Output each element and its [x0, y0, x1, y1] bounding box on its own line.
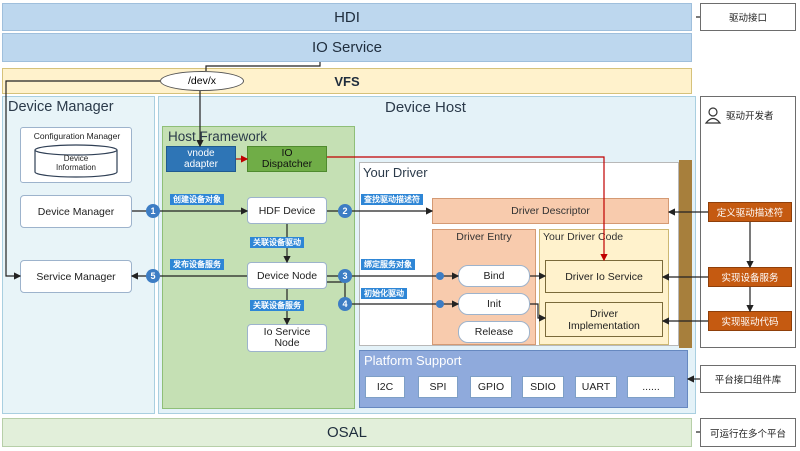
device-manager-node: Device Manager	[20, 195, 132, 228]
step-1-badge: 1	[146, 204, 160, 218]
platform-item-i2c: I2C	[365, 376, 405, 398]
driver-developer-label: 驱动开发者	[726, 111, 774, 122]
service-manager-node: Service Manager	[20, 260, 132, 293]
tag-create-device-object: 创建设备对象	[170, 194, 224, 205]
tag-publish-device-service: 发布设备服务	[170, 259, 224, 270]
io-service-band: IO Service	[2, 33, 692, 62]
step-2-badge: 2	[338, 204, 352, 218]
your-driver-edge-bar	[679, 160, 692, 348]
platform-item-uart: UART	[575, 376, 617, 398]
driver-io-service-node: Driver Io Service	[545, 260, 663, 293]
driver-descriptor-node: Driver Descriptor	[432, 198, 669, 224]
vnode-adapter-node: vnode adapter	[166, 146, 236, 172]
driver-implementation-node: Driver Implementation	[545, 302, 663, 337]
configuration-manager-label: Configuration Manager	[33, 131, 121, 141]
your-driver-title: Your Driver	[363, 165, 428, 180]
host-framework-title: Host Framework	[168, 129, 268, 144]
osal-band: OSAL	[2, 418, 692, 447]
step-5-badge: 5	[146, 269, 160, 283]
step-4-badge: 4	[338, 297, 352, 311]
platform-support-title: Platform Support	[364, 353, 462, 368]
device-information-label: Device Information	[55, 154, 97, 172]
multi-platform-box: 可运行在多个平台	[700, 418, 796, 447]
tag-find-driver-descriptor: 查找驱动描述符	[361, 194, 423, 205]
platform-item-more: ......	[627, 376, 675, 398]
hdf-device-node: HDF Device	[247, 197, 327, 224]
device-manager-title: Device Manager	[8, 99, 114, 115]
tag-associate-device-service: 关联设备服务	[250, 300, 304, 311]
io-service-node-node: Io Service Node	[247, 324, 327, 352]
platform-item-gpio: GPIO	[470, 376, 512, 398]
platform-item-sdio: SDIO	[522, 376, 564, 398]
define-descriptor-box: 定义驱动描述符	[708, 202, 792, 222]
hdi-band: HDI	[2, 3, 692, 31]
platform-lib-box: 平台接口组件库	[700, 365, 796, 393]
release-pill: Release	[458, 321, 530, 343]
driver-interface-box: 驱动接口	[700, 3, 796, 31]
init-pill: Init	[458, 293, 530, 315]
implement-service-box: 实现设备服务	[708, 267, 792, 287]
tag-init-driver: 初始化驱动	[361, 288, 407, 299]
io-dispatcher-node: IO Dispatcher	[247, 146, 327, 172]
driver-entry-title: Driver Entry	[456, 231, 512, 243]
tag-associate-device-driver: 关联设备驱动	[250, 237, 304, 248]
your-driver-code-title: Your Driver Code	[543, 231, 624, 243]
device-host-title: Device Host	[385, 99, 466, 116]
vfs-band: VFS	[2, 68, 692, 94]
step-3-badge: 3	[338, 269, 352, 283]
tag-bind-service-object: 绑定服务对象	[361, 259, 415, 270]
platform-item-spi: SPI	[418, 376, 458, 398]
implement-code-box: 实现驱动代码	[708, 311, 792, 331]
dev-x-node: /dev/x	[160, 71, 244, 91]
vfs-label: VFS	[334, 73, 360, 89]
bind-pill: Bind	[458, 265, 530, 287]
device-node-node: Device Node	[247, 262, 327, 289]
